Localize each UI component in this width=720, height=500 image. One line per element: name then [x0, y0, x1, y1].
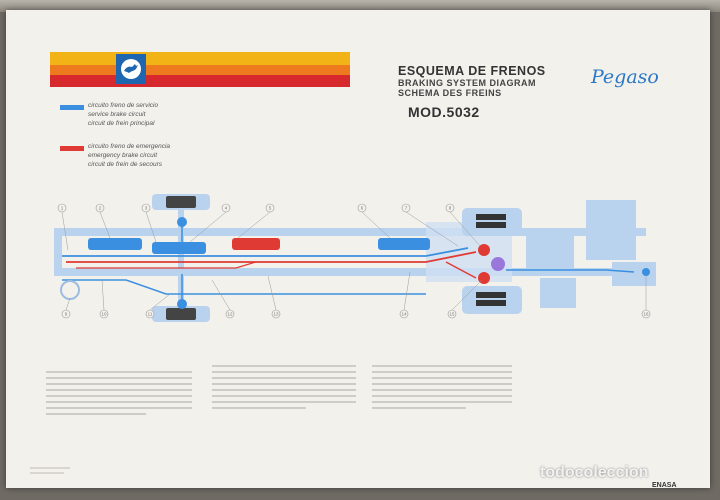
- todocoleccion-watermark: todocoleccion: [540, 464, 649, 481]
- emergency-legend-swatch: [60, 146, 84, 151]
- emergency-line-rear: [445, 261, 477, 279]
- service-legend-line-2: service brake circuit: [88, 111, 146, 118]
- emergency-legend-line-1: circuito freno de emergencia: [88, 143, 171, 150]
- service-legend-swatch: [60, 105, 84, 110]
- emergency-line-main: [66, 251, 477, 263]
- rear-tyre-bottom-1: [476, 292, 506, 298]
- service-reservoir-2: [152, 242, 206, 254]
- callout-2: 2: [99, 206, 102, 211]
- callout-6: 6: [361, 206, 364, 211]
- callout-16: 16: [643, 312, 649, 317]
- rear-valve: [491, 257, 505, 271]
- callout-3: 3: [145, 206, 148, 211]
- callout-11: 11: [148, 312, 153, 317]
- callout-8: 8: [449, 206, 452, 211]
- rear-frame-tower: [586, 200, 636, 260]
- callout-14: 14: [401, 312, 407, 317]
- callout-1: 1: [61, 206, 64, 211]
- pegaso-brand: Pegaso: [591, 66, 659, 88]
- pegaso-horse-logo-icon: [116, 54, 146, 84]
- emergency-reservoir: [232, 238, 280, 250]
- enasa-publisher: ENASA: [652, 482, 677, 489]
- callout-10: 10: [101, 312, 107, 317]
- illegible-footer-code: [30, 467, 70, 474]
- front-chamber-top: [177, 217, 187, 227]
- service-line-lower: [62, 279, 426, 295]
- title-block: ESQUEMA DE FRENOS BRAKING SYSTEM DIAGRAM…: [398, 64, 546, 120]
- callout-15: 15: [449, 312, 455, 317]
- orange-stripe: [50, 65, 350, 75]
- chassis-rail-bottom: [54, 268, 646, 276]
- callout-leaders: [61, 211, 647, 311]
- callout-12: 12: [227, 312, 233, 317]
- braking-diagram: 1 2 3 4 5 6 7 8 9 10 11 12 13 14 15 16: [30, 194, 656, 474]
- front-axle: [178, 210, 184, 306]
- service-legend-line-3: circuit de frein principal: [88, 120, 155, 127]
- rear-frame-lower: [540, 278, 576, 308]
- emergency-legend-line-3: circuit de frein de secours: [88, 161, 163, 168]
- callout-circles: [57, 203, 651, 319]
- trailer-connector: [642, 268, 650, 276]
- chassis-front: [54, 228, 62, 276]
- callout-4: 4: [225, 206, 228, 211]
- emergency-line-branch: [76, 261, 257, 269]
- callout-13: 13: [273, 312, 279, 317]
- title-french: SCHEMA DES FREINS: [398, 88, 502, 98]
- service-line-rear: [506, 269, 635, 273]
- service-reservoir-1: [88, 238, 142, 250]
- service-legend-line-1: circuito freno de servicio: [88, 102, 159, 109]
- callout-7: 7: [405, 206, 408, 211]
- service-line-main: [62, 247, 469, 257]
- hanging-rod: [0, 0, 720, 12]
- front-tyre-bottom: [166, 308, 196, 320]
- poster: ESQUEMA DE FRENOS BRAKING SYSTEM DIAGRAM…: [6, 10, 710, 489]
- illegible-notes-middle: [212, 365, 356, 409]
- callout-5: 5: [269, 206, 272, 211]
- front-tyre-top: [166, 196, 196, 208]
- model-number: MOD.5032: [408, 104, 480, 120]
- service-reservoir-3: [378, 238, 430, 250]
- emergency-legend-line-2: emergency brake circuit: [88, 152, 157, 159]
- illegible-notes-left: [46, 371, 192, 415]
- rear-frame-block: [526, 236, 574, 272]
- chassis-rail-top: [54, 228, 646, 236]
- title-spanish: ESQUEMA DE FRENOS: [398, 64, 546, 78]
- steering-wheel: [60, 280, 80, 300]
- rear-tyre-bottom-2: [476, 300, 506, 306]
- title-english: BRAKING SYSTEM DIAGRAM: [398, 78, 537, 88]
- front-chamber-bottom: [177, 299, 187, 309]
- callout-9: 9: [65, 312, 68, 317]
- rear-tyre-top-2: [476, 222, 506, 228]
- rear-tyre-top-1: [476, 214, 506, 220]
- rear-chamber-top: [478, 244, 490, 256]
- illegible-notes-right: [372, 365, 512, 409]
